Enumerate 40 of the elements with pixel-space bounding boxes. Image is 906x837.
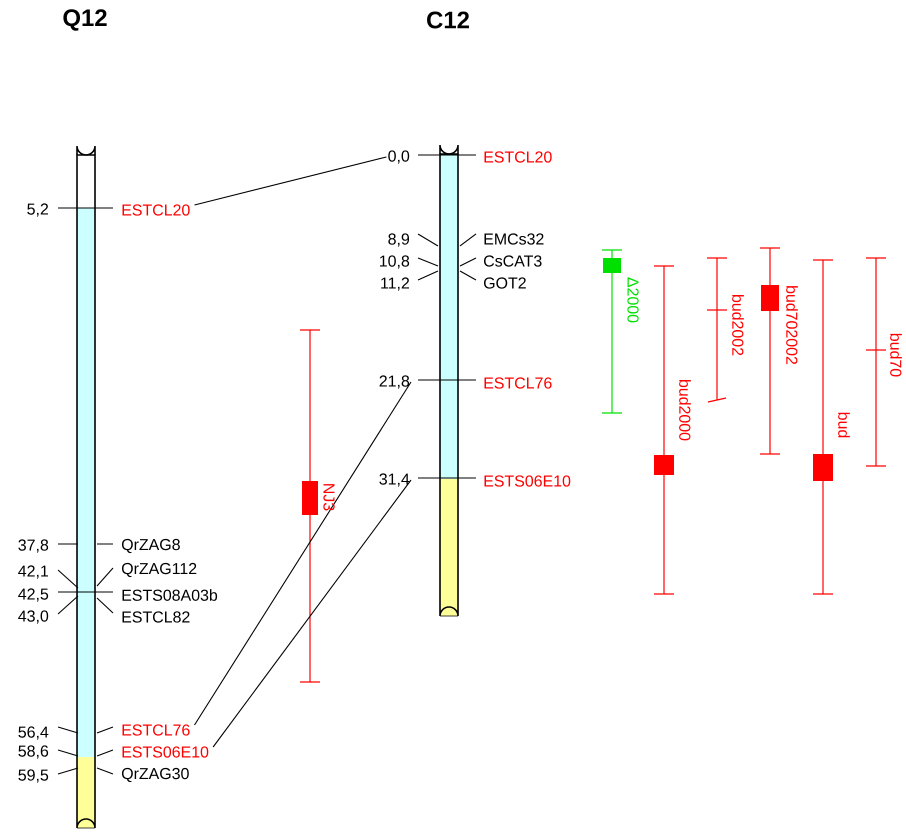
marker-name: ESTS06E10 [484,475,570,487]
position-label: 0,0 [388,150,410,164]
position-label: 11,2 [381,277,409,291]
marker-name: ESTCL20 [484,151,552,163]
marker-name: ESTCL76 [484,377,552,389]
position-label: 42,1 [18,565,48,579]
chromosome-title: Q12 [63,9,107,31]
qtl-label: bud [838,412,850,438]
position-label: 5,2 [27,203,48,217]
connector-line [212,480,412,748]
qtl-label: bud702002 [786,286,798,364]
marker-name: ESTS08A03b [122,589,218,601]
marker-name: ESTCL76 [122,724,190,736]
marker-name: ESTCL20 [122,204,190,216]
marker-name: QrZAG8 [122,538,180,554]
position-label: 59,5 [18,769,48,783]
position-label: 21,8 [380,375,410,389]
marker-name: ESTCL82 [122,611,190,623]
position-label: 37,8 [18,539,48,553]
marker-name: EMCs32 [484,233,544,245]
position-label: 10,8 [380,255,410,269]
position-label: 8,9 [388,233,410,247]
position-label: 56,4 [18,726,48,740]
qtl-label: NJ3 [323,484,335,510]
position-label: 58,6 [18,745,48,759]
qtl-label: bud2002 [732,295,744,356]
connector-line [194,382,412,726]
marker-name: CsCAT3 [484,255,542,267]
position-label: 42,5 [18,588,48,602]
qtl-label: bud2000 [679,380,691,440]
position-label: 31,4 [379,473,410,487]
marker-name: QrZAG30 [122,768,189,782]
marker-name: GOT2 [484,277,526,289]
marker-name: QrZAG112 [122,562,196,578]
marker-name: ESTS06E10 [122,746,208,758]
position-label: 43,0 [18,610,48,624]
connector-line [194,156,387,206]
qtl-label: Δ2000 [627,277,639,322]
chromosome-title: C12 [427,12,469,28]
qtl-label: bud70 [890,334,902,377]
